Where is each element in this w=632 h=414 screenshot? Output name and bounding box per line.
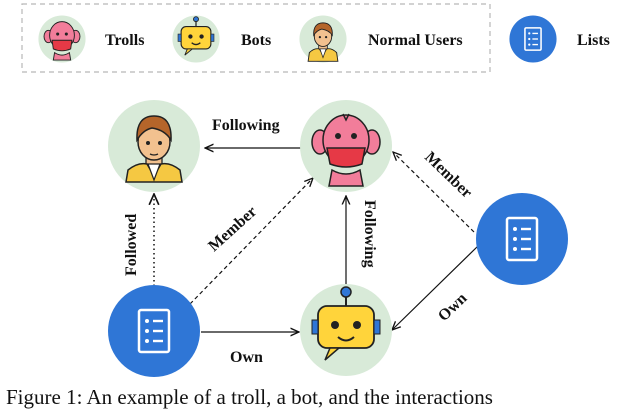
bot-node (300, 284, 392, 376)
list-node-left (108, 285, 200, 377)
legend-box (21, 3, 491, 73)
list-node-right (476, 193, 568, 285)
edge-label-following-vertical: Following (361, 200, 378, 268)
edge-list-own-bot-right (392, 245, 479, 330)
edge-label-member-left: Member (205, 203, 260, 255)
legend-troll-icon (38, 15, 86, 63)
edge-list-member-troll-left (189, 178, 313, 305)
legend-normal-users-label: Normal Users (368, 32, 463, 49)
edge-list-member-troll-right (393, 152, 475, 233)
figure-caption: Figure 1: An example of a troll, a bot, … (6, 385, 493, 409)
normal-user-node (108, 100, 200, 192)
legend-bots-label: Bots (241, 32, 271, 49)
edge-label-member-right: Member (421, 149, 475, 202)
legend-normal-user-icon (299, 15, 347, 63)
legend-list-icon (509, 15, 557, 63)
legend-lists-label: Lists (577, 32, 610, 49)
legend-trolls-label: Trolls (105, 32, 144, 49)
edge-label-followed: Followed (123, 214, 140, 276)
edge-label-own-bottom: Own (230, 349, 263, 366)
edge-label-following-top: Following (212, 117, 280, 134)
edge-label-own-right: Own (435, 290, 471, 325)
legend-bot-icon (172, 15, 220, 63)
troll-node (300, 100, 392, 192)
